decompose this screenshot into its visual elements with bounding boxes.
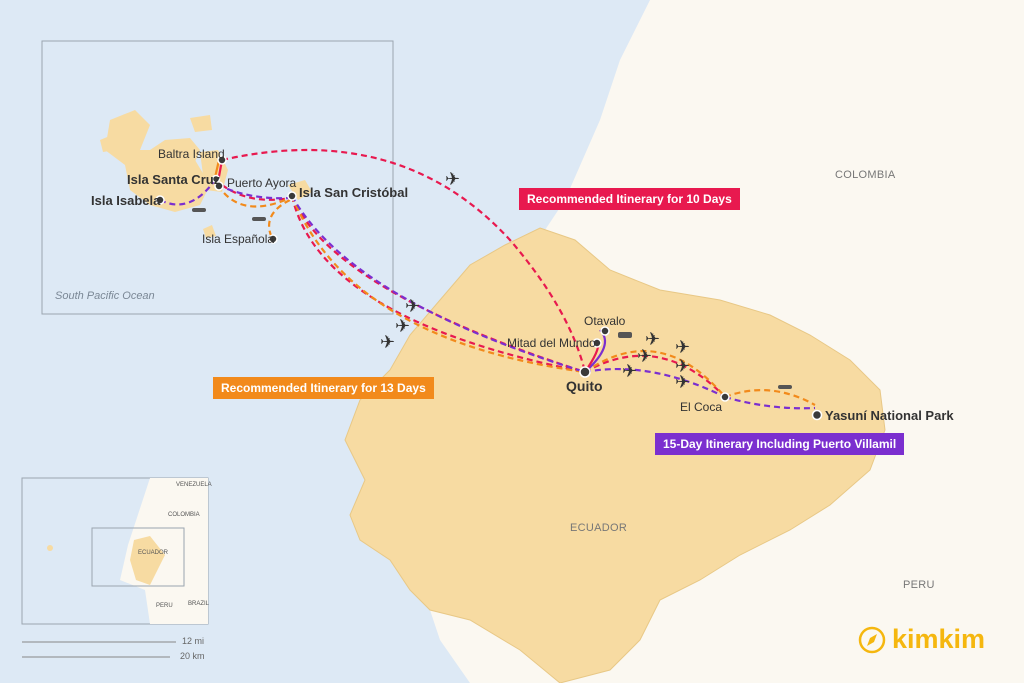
- legend-15-days: 15-Day Itinerary Including Puerto Villam…: [655, 433, 905, 455]
- legend-13-days: Recommended Itinerary for 13 Days: [213, 377, 434, 399]
- inset-peru: PERU: [156, 603, 173, 609]
- boat-icon: [778, 385, 792, 389]
- scale-mi: 12 mi: [182, 636, 205, 646]
- plane-icon: ✈: [405, 296, 420, 316]
- route-10-days: [221, 148, 726, 398]
- plane-icon: ✈: [445, 169, 460, 189]
- country-ecuador: ECUADOR: [570, 522, 628, 534]
- inset-venezuela: VENEZUELA: [176, 482, 212, 488]
- label-puerto-ayora: Puerto Ayora: [227, 176, 297, 190]
- plane-icons: ✈ ✈ ✈ ✈ ✈ ✈ ✈ ✈ ✈ ✈: [380, 169, 690, 392]
- ocean-label: South Pacific Ocean: [55, 290, 155, 302]
- boat-icon: [252, 217, 266, 221]
- plane-icon: ✈: [675, 372, 690, 392]
- label-quito: Quito: [566, 378, 603, 394]
- inset-ecuador: ECUADOR: [138, 550, 169, 556]
- label-el-coca: El Coca: [680, 400, 723, 414]
- label-santa-cruz: Isla Santa Cruz: [127, 172, 221, 187]
- country-peru: PERU: [903, 579, 935, 591]
- plane-icon: ✈: [637, 346, 652, 366]
- plane-icon: ✈: [395, 316, 410, 336]
- plane-icon: ✈: [675, 356, 690, 376]
- label-mitad: Mitad del Mundo: [507, 336, 596, 350]
- car-icon: [618, 332, 632, 338]
- label-yasuni: Yasuní National Park: [825, 408, 954, 423]
- compass-icon: [858, 626, 886, 653]
- boat-icon: [192, 208, 206, 212]
- country-colombia: COLOMBIA: [835, 169, 896, 181]
- plane-icon: ✈: [675, 337, 690, 357]
- boat-icons: [192, 208, 792, 389]
- plane-icon: ✈: [645, 329, 660, 349]
- inset-brazil: BRAZIL: [188, 601, 210, 607]
- scale-km: 20 km: [180, 651, 205, 661]
- galapagos-islands: [100, 110, 312, 238]
- galapagos-inset-frame: [41, 40, 394, 315]
- plane-icon: ✈: [380, 332, 395, 352]
- place-markers: [155, 155, 823, 421]
- legend-10-days: Recommended Itinerary for 10 Days: [519, 188, 740, 210]
- logo-text: kimkim: [892, 624, 986, 654]
- label-baltra: Baltra Island: [158, 147, 225, 161]
- route-15-days: [159, 179, 816, 410]
- kimkim-logo: kimkim: [858, 624, 985, 655]
- label-otavalo: Otavalo: [584, 314, 626, 328]
- plane-icon: ✈: [622, 361, 637, 381]
- label-san-cristobal: Isla San Cristóbal: [299, 185, 409, 200]
- label-espanola: Isla Española: [202, 232, 275, 246]
- label-isabela: Isla Isabela: [91, 193, 161, 208]
- inset-colombia: COLOMBIA: [168, 512, 200, 518]
- overview-inset: [21, 477, 209, 658]
